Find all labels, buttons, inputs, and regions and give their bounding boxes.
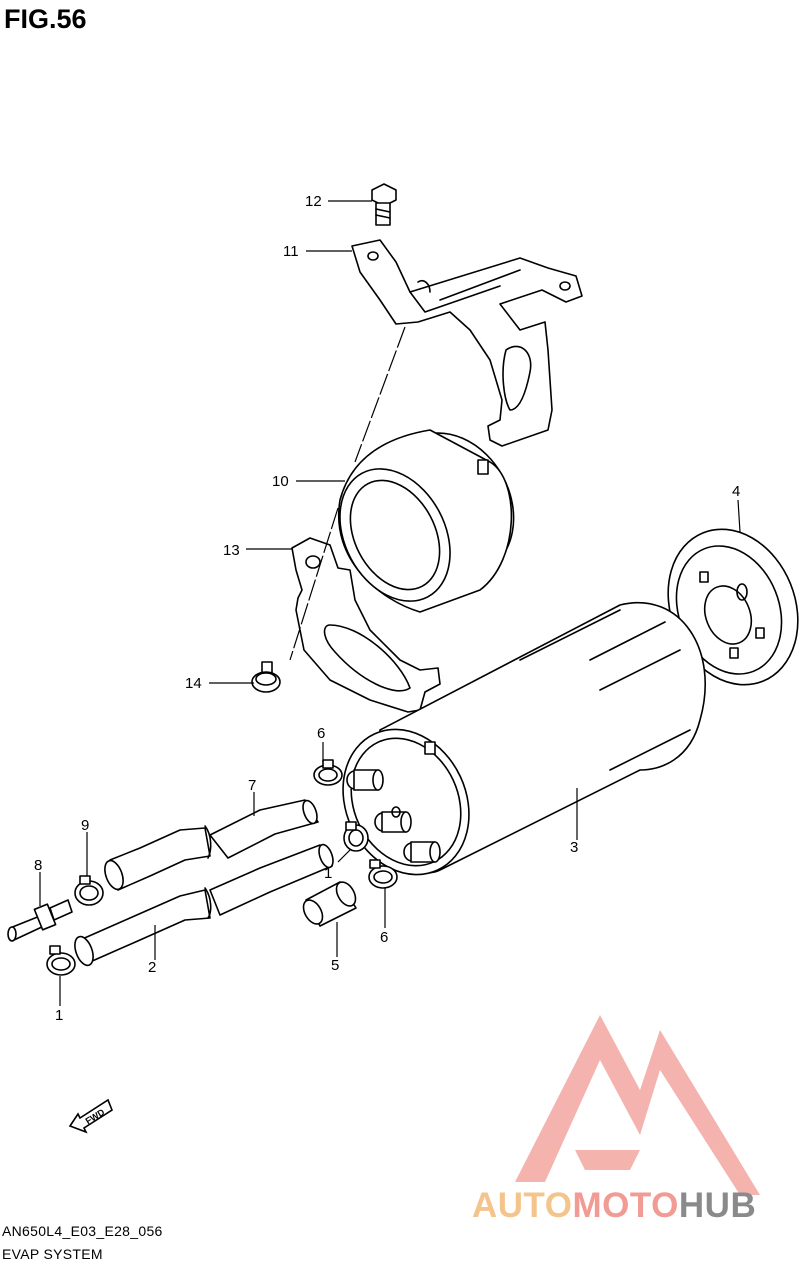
callout-1-upper: 1 bbox=[324, 865, 332, 882]
section-name: EVAP SYSTEM bbox=[2, 1246, 103, 1262]
watermark-part-2: MOTO bbox=[572, 1186, 679, 1225]
callout-5: 5 bbox=[331, 957, 339, 974]
watermark-text: AUTOMOTOHUB bbox=[472, 1186, 756, 1226]
part-8-fitting bbox=[7, 899, 73, 942]
part-6-clamp-upper bbox=[313, 759, 343, 786]
callout-9: 9 bbox=[81, 817, 89, 834]
part-2-hose bbox=[74, 843, 334, 967]
callout-10: 10 bbox=[272, 473, 289, 490]
part-12-bolt bbox=[371, 183, 397, 226]
callout-2: 2 bbox=[148, 959, 156, 976]
part-1-clamp-canister bbox=[343, 821, 369, 852]
watermark-part-1: AUTO bbox=[472, 1186, 573, 1225]
part-9-clamp bbox=[74, 875, 104, 906]
callout-6-lower: 6 bbox=[380, 929, 388, 946]
callout-8: 8 bbox=[34, 857, 42, 874]
canister-nozzle-middle bbox=[374, 806, 412, 833]
watermark-logo bbox=[515, 1015, 760, 1195]
part-3-canister bbox=[342, 602, 706, 876]
part-1-clamp-lower bbox=[46, 945, 76, 976]
part-7-hose bbox=[104, 799, 319, 891]
model-code: AN650L4_E03_E28_056 bbox=[2, 1223, 163, 1239]
callout-4: 4 bbox=[732, 483, 740, 500]
callout-11: 11 bbox=[283, 243, 299, 260]
watermark-part-3: HUB bbox=[678, 1186, 757, 1225]
callout-13: 13 bbox=[223, 542, 240, 559]
part-5-cap bbox=[302, 881, 357, 927]
leader-lines bbox=[39, 200, 741, 1006]
part-11-upper-bracket bbox=[351, 239, 583, 447]
callout-3: 3 bbox=[570, 839, 578, 856]
callout-12: 12 bbox=[305, 193, 322, 210]
callout-7: 7 bbox=[248, 777, 256, 794]
part-14-screw bbox=[251, 661, 281, 693]
callout-1-lower: 1 bbox=[55, 1007, 63, 1024]
part-10-cushion bbox=[337, 429, 515, 613]
part-6-clamp-lower bbox=[368, 859, 398, 889]
callout-14: 14 bbox=[185, 675, 202, 692]
figure-title: FIG.56 bbox=[4, 4, 87, 34]
part-4-end-cap bbox=[667, 528, 799, 686]
canister-nozzle-top bbox=[346, 769, 384, 791]
callout-6-upper: 6 bbox=[317, 725, 325, 742]
fwd-arrow-icon: FWD bbox=[68, 1098, 113, 1134]
part-13-lower-bracket bbox=[291, 537, 441, 713]
canister-nozzle-bottom bbox=[403, 841, 441, 863]
